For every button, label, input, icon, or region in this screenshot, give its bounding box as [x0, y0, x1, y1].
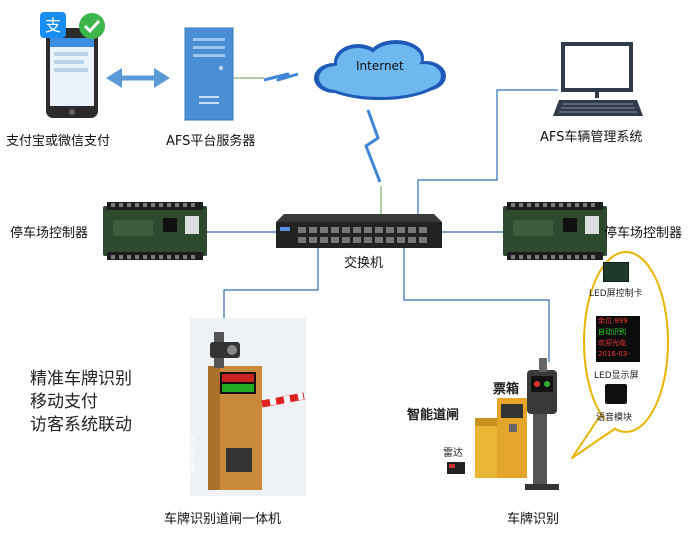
- controller-board-icon: [503, 202, 607, 260]
- voice-module-label: 语音模块: [596, 413, 633, 423]
- phone-device: 支: [34, 10, 116, 122]
- lpr-label: 车牌识别: [507, 512, 560, 527]
- smartphone-icon: 支: [40, 12, 105, 118]
- pc-device: [553, 40, 643, 120]
- feature-item: 移动支付: [30, 392, 98, 412]
- barrier-unit-label: 车牌识别道闸一体机: [164, 512, 282, 527]
- lpr-site-icon: [447, 358, 559, 490]
- double-arrow-icon: [106, 68, 170, 88]
- internet-cloud: [310, 36, 450, 106]
- controller-left-label: 停车场控制器: [10, 226, 89, 241]
- internet-label: Internet: [356, 59, 404, 73]
- svg-text:支: 支: [45, 16, 61, 35]
- link-switch-barrier: [223, 248, 319, 318]
- barrier-side-text: AI PARKING: [188, 436, 196, 476]
- smart-gate-label: 智能道闸: [407, 408, 460, 423]
- led-card-label: LED屏控制卡: [589, 289, 643, 299]
- controller-right-device: [503, 202, 607, 260]
- server-icon: [184, 27, 234, 121]
- lpr-site-photo: 票箱 智能道闸 雷达: [405, 358, 585, 490]
- link-switch-vehicle-mgmt: [417, 89, 558, 218]
- switch-label: 交换机: [344, 256, 384, 271]
- led-card-icon: [603, 262, 629, 282]
- led-screen-label: LED显示屏: [594, 371, 639, 381]
- ticket-box-label: 票箱: [493, 382, 520, 397]
- payment-label: 支付宝或微信支付: [6, 134, 111, 149]
- controller-left-device: [103, 202, 207, 260]
- vehicle-mgmt-label: AFS车辆管理系统: [540, 130, 643, 145]
- led-screen-line: 自动识别: [598, 328, 626, 336]
- monitor-icon: [553, 42, 643, 116]
- led-screen-line: 余位:999: [598, 317, 628, 325]
- controller-board-icon: [103, 202, 207, 260]
- server-device: [181, 24, 237, 124]
- feature-item: 精准车牌识别: [30, 369, 132, 389]
- barrier-gate-icon: [208, 332, 305, 490]
- feature-list: 精准车牌识别 移动支付 访客系统联动: [30, 368, 132, 437]
- server-label: AFS平台服务器: [166, 134, 256, 149]
- network-switch-icon: [276, 214, 442, 248]
- led-screen: 余位:999 自动识别 欢迎光临 2016-03-: [596, 316, 640, 362]
- cloud-icon: [314, 40, 446, 100]
- wireless-link-server: [263, 72, 299, 82]
- radar-label: 雷达: [443, 448, 463, 459]
- switch-device: [276, 214, 442, 250]
- wireless-link-switch: [364, 109, 382, 183]
- voice-module-icon: [605, 384, 627, 404]
- barrier-unit-photo: AI PARKING: [188, 318, 306, 496]
- feature-item: 访客系统联动: [30, 415, 132, 435]
- led-screen-line: 欢迎光临: [598, 339, 626, 347]
- led-screen-line: 2016-03-: [598, 350, 630, 358]
- controller-right-label: 停车场控制器: [604, 226, 683, 241]
- link-switch-lpr: [403, 248, 550, 362]
